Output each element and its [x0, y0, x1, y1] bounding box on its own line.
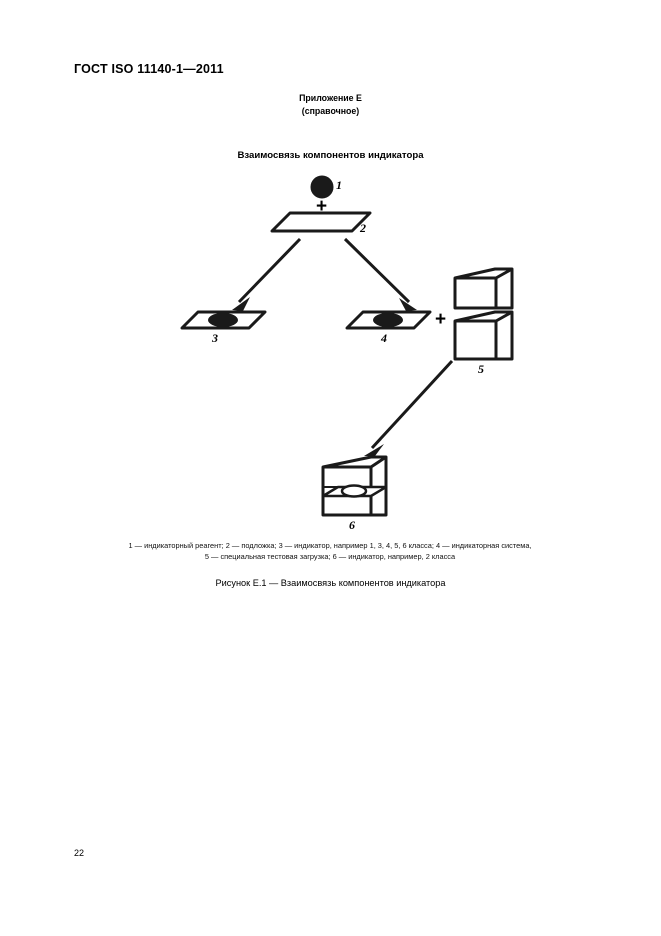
label-item-5: 5	[478, 362, 484, 376]
annex-title: Приложение Е	[299, 93, 362, 103]
shape-indicator-class2-open-box	[321, 455, 388, 517]
label-item-2: 2	[360, 221, 366, 235]
arrow-substrate-to-indicator4	[343, 237, 417, 311]
annex-subtitle: (справочное)	[301, 106, 360, 116]
indicator-components-diagram: + + 1 2 3 4 5 6	[0, 165, 661, 540]
label-item-4: 4	[381, 331, 387, 345]
page-number: 22	[74, 848, 85, 858]
plus-operator-top: +	[316, 196, 328, 217]
annex-heading: Приложение Е (справочное)	[0, 92, 661, 118]
shape-special-test-load-boxes	[453, 267, 514, 361]
label-item-6: 6	[349, 518, 355, 532]
figure-caption: Рисунок Е.1 — Взаимосвязь компонентов ин…	[215, 578, 446, 588]
figure-legend: 1 — индикаторный реагент; 2 — подложка; …	[80, 541, 580, 562]
section-title: Взаимосвязь компонентов индикатора	[237, 150, 424, 161]
diagram-svg	[180, 175, 514, 517]
label-item-1: 1	[336, 178, 342, 192]
arrow-to-indicator-class2	[364, 359, 454, 456]
shape-substrate-parallelogram	[270, 211, 372, 233]
arrow-substrate-to-indicator3	[232, 237, 302, 311]
legend-line-1: 1 — индикаторный реагент; 2 — подложка; …	[128, 541, 532, 550]
legend-line-2: 5 — специальная тестовая загрузка; 6 — и…	[204, 551, 456, 561]
label-item-3: 3	[212, 331, 218, 345]
shape-indicator-class3	[180, 310, 267, 330]
plus-operator-right: +	[435, 309, 447, 330]
standard-header: ГОСТ ISO 11140-1—2011	[74, 62, 224, 76]
shape-indicator-system	[345, 310, 432, 330]
shape-indicator-reagent-circle	[310, 175, 334, 199]
